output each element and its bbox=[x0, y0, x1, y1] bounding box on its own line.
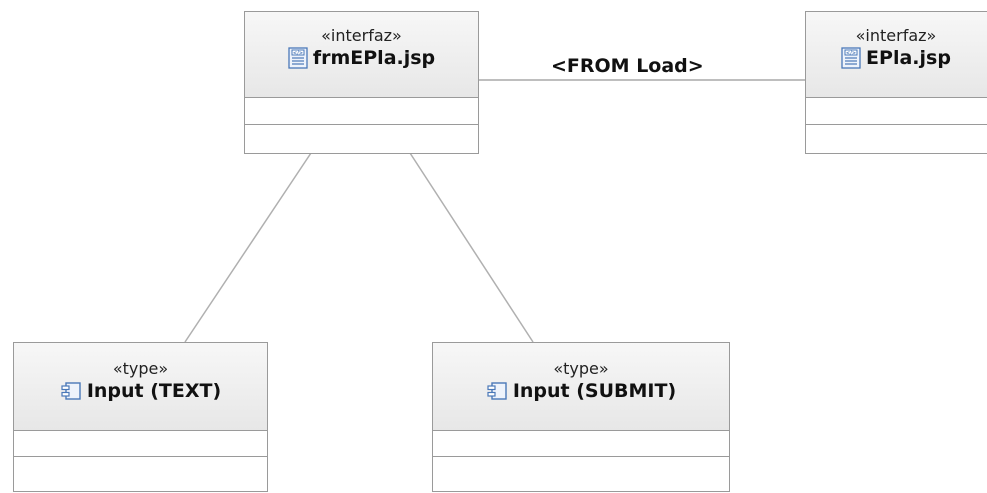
attributes-compartment[interactable] bbox=[245, 98, 478, 125]
component-icon bbox=[487, 382, 507, 400]
stereotype-label: «type» bbox=[553, 359, 609, 378]
connector-frm-to-text[interactable] bbox=[184, 152, 312, 343]
component-icon bbox=[61, 382, 81, 400]
operations-compartment[interactable] bbox=[245, 125, 478, 153]
class-name: Input (TEXT) bbox=[86, 380, 222, 402]
operations-compartment[interactable] bbox=[806, 125, 987, 153]
class-box-input-text[interactable]: «type» Input (TEXT) bbox=[13, 342, 268, 492]
class-name: Input (SUBMIT) bbox=[512, 380, 677, 402]
connector-load-label: <FROM Load> bbox=[551, 55, 704, 77]
connector-frm-to-submit[interactable] bbox=[409, 152, 534, 343]
svg-text:</>: </> bbox=[293, 50, 303, 56]
svg-text:</>: </> bbox=[846, 50, 856, 56]
jsp-page-icon: </> bbox=[288, 47, 308, 69]
class-name: frmEPla.jsp bbox=[312, 47, 436, 69]
jsp-page-icon: </> bbox=[841, 47, 861, 69]
attributes-compartment[interactable] bbox=[14, 431, 267, 457]
class-name: EPla.jsp bbox=[866, 47, 951, 69]
stereotype-label: «interfaz» bbox=[855, 26, 937, 45]
class-box-frmepla[interactable]: «interfaz» </> frmEPla.jsp bbox=[244, 11, 479, 154]
attributes-compartment[interactable] bbox=[433, 431, 729, 457]
operations-compartment[interactable] bbox=[433, 457, 729, 493]
class-box-input-submit[interactable]: «type» Input (SUBMIT) bbox=[432, 342, 730, 492]
stereotype-label: «type» bbox=[112, 359, 169, 378]
stereotype-label: «interfaz» bbox=[321, 26, 402, 45]
attributes-compartment[interactable] bbox=[806, 98, 987, 125]
operations-compartment[interactable] bbox=[14, 457, 267, 493]
diagram-canvas bbox=[184, 79, 806, 343]
class-box-epla[interactable]: «interfaz» </> EPla.jsp bbox=[805, 11, 987, 154]
